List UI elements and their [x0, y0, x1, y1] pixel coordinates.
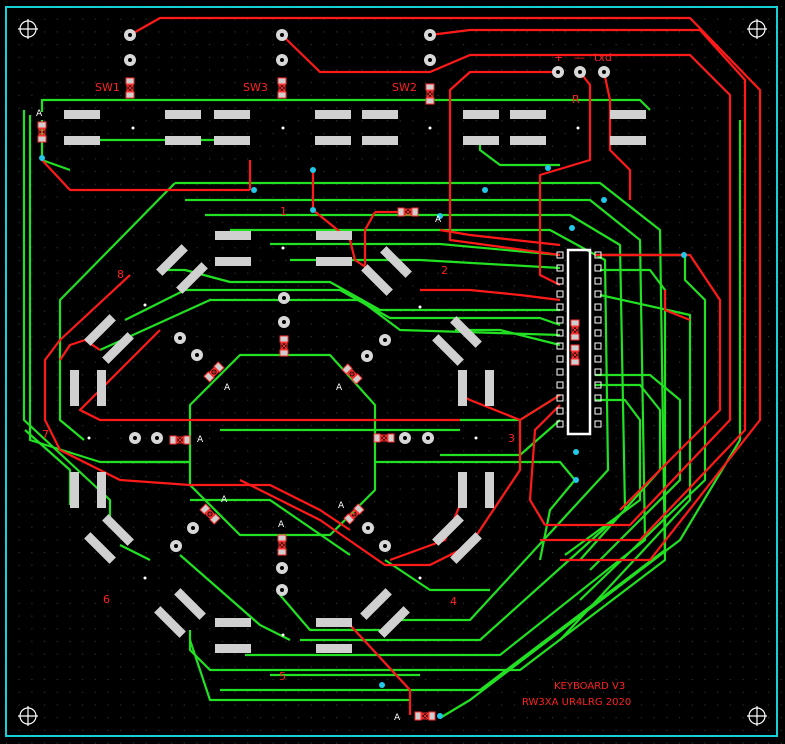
key-label-8: 8 — [117, 268, 124, 281]
smd-part — [279, 335, 289, 357]
key-label-3: 3 — [508, 432, 515, 445]
chip-pin — [594, 342, 602, 350]
chip-pin — [594, 303, 602, 311]
chip-pin — [556, 277, 564, 285]
board-title-line2: RW3XA UR4LRG 2020 — [522, 697, 631, 708]
bottom-copper-traces — [22, 98, 742, 719]
mounting-hole-bottom-left — [18, 706, 38, 726]
switch-label-sw3: SW3 — [243, 81, 268, 94]
chip-pin — [556, 381, 564, 389]
silkscreen-labels: SW1 SW3 SW2 + — txd R 1 2 3 4 5 6 7 8 A … — [36, 51, 631, 723]
switch-label-sw1: SW1 — [95, 81, 120, 94]
smd-part — [425, 83, 435, 105]
chip-pin — [594, 368, 602, 376]
chip-pin — [594, 329, 602, 337]
chip-pin — [556, 368, 564, 376]
small-components — [37, 77, 580, 721]
smd-part — [125, 77, 135, 99]
chip-pin — [594, 381, 602, 389]
key-label-6: 6 — [103, 593, 110, 606]
chip-pin — [556, 355, 564, 363]
board-title-line1: KEYBOARD V3 — [554, 681, 625, 692]
resistor-label: R — [572, 93, 580, 106]
smd-part — [341, 363, 363, 385]
smd-part — [397, 207, 419, 217]
chip-pin — [594, 394, 602, 402]
top-copper-traces — [41, 16, 762, 715]
chip-pin — [556, 329, 564, 337]
microcontroller-chip — [556, 248, 602, 436]
smd-part — [343, 503, 365, 525]
mounting-hole-bottom-right — [747, 706, 767, 726]
chip-pin — [556, 264, 564, 272]
smd-part — [570, 319, 580, 341]
switch-label-sw2: SW2 — [392, 81, 417, 94]
led-anode-mark: A — [435, 215, 442, 225]
smd-pads — [64, 110, 646, 653]
mounting-hole-top-left — [18, 19, 38, 39]
chip-pin — [556, 407, 564, 415]
chip-pin — [556, 251, 564, 259]
mounting-holes — [18, 19, 767, 726]
board-outline — [5, 6, 778, 737]
key-label-4: 4 — [450, 595, 457, 608]
chip-pin — [556, 290, 564, 298]
smd-part — [414, 711, 436, 721]
smd-part — [199, 503, 221, 525]
diagonal-pads — [84, 244, 482, 638]
smd-part — [37, 121, 47, 143]
led-anode-mark: A — [336, 383, 343, 393]
led-anode-mark: A — [278, 520, 285, 530]
chip-pin — [594, 355, 602, 363]
chip-pin — [556, 303, 564, 311]
smd-part — [277, 534, 287, 556]
chip-outline — [566, 248, 592, 436]
key-label-2: 2 — [441, 264, 448, 277]
smd-part — [169, 435, 191, 445]
chip-pin — [556, 316, 564, 324]
chip-pin — [594, 277, 602, 285]
smd-part — [277, 77, 287, 99]
through-hole-drills — [128, 33, 606, 592]
vias — [39, 155, 687, 719]
smd-part — [373, 433, 395, 443]
smd-part — [570, 344, 580, 366]
silkscreen-center-marks — [87, 126, 580, 637]
connector-plus-label: + — [554, 51, 563, 64]
mounting-hole-top-right — [747, 19, 767, 39]
led-anode-mark: A — [197, 435, 204, 445]
chip-pin — [594, 316, 602, 324]
connector-minus-label: — — [574, 51, 585, 64]
chip-pin — [594, 420, 602, 428]
chip-pin — [594, 251, 602, 259]
led-anode-mark: A — [338, 501, 345, 511]
key-label-5: 5 — [279, 670, 286, 683]
led-anode-mark: A — [394, 713, 401, 723]
key-label-7: 7 — [42, 428, 49, 441]
connector-txd-label: txd — [594, 51, 612, 64]
smd-part — [203, 361, 225, 383]
led-anode-mark: A — [36, 109, 43, 119]
chip-pin — [594, 290, 602, 298]
chip-pin — [556, 394, 564, 402]
chip-pin — [594, 407, 602, 415]
led-anode-mark: A — [224, 383, 231, 393]
chip-pin — [556, 420, 564, 428]
key-label-1: 1 — [280, 205, 287, 218]
chip-pin — [556, 342, 564, 350]
chip-pin — [594, 264, 602, 272]
led-anode-mark: A — [221, 495, 228, 505]
